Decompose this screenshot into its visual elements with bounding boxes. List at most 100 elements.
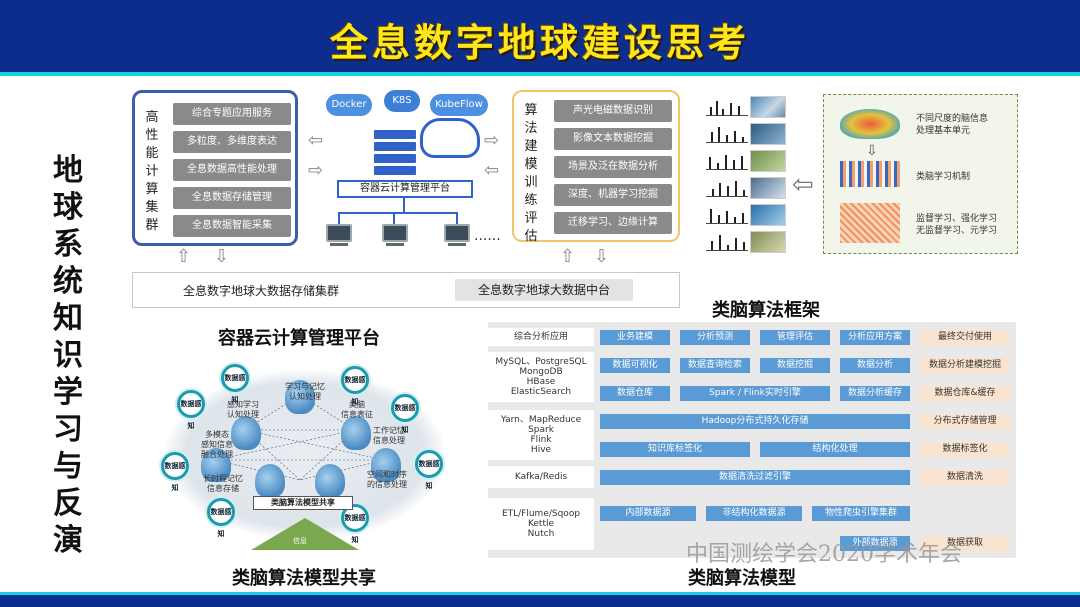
cluster-label-char: 群	[145, 218, 159, 233]
cloud-icon	[420, 118, 480, 158]
connector-line	[456, 212, 458, 226]
algorithm-training-label: 算 法 建 模 训 练 评 估	[522, 102, 540, 246]
vertical-title-char: 系	[53, 227, 83, 262]
sharing-text: 感知学习 认知处理	[227, 400, 259, 419]
sparkline-icon	[706, 235, 748, 251]
down-arrow-icon: ⇩	[214, 246, 230, 267]
storage-strip: 全息数字地球大数据存储集群 全息数字地球大数据中台	[132, 272, 680, 308]
scene-photo	[750, 231, 786, 253]
brain-learning-figure: 不同尺度的脑信息 处理基本单元 ⇩ 类脑学习机制 监督学习、强化学习 无监督学习…	[823, 94, 1018, 254]
framework-right-label: 最终交付使用	[920, 330, 1010, 345]
docker-chip: Docker	[326, 94, 372, 116]
cluster-item: 全息数据高性能处理	[173, 159, 291, 181]
algo-item: 声光电磁数据识别	[554, 100, 672, 122]
storage-cluster-label: 全息数字地球大数据存储集群	[183, 284, 340, 298]
down-arrow-icon: ⇩	[594, 246, 610, 267]
brain-text-block: 监督学习、强化学习 无监督学习、元学习	[916, 213, 997, 237]
framework-cell: 内部数据源	[600, 506, 696, 521]
heading-model: 类脑算法模型	[688, 568, 796, 589]
algo-label-char: 评	[524, 211, 538, 226]
framework-cell: 业务建模	[600, 330, 670, 345]
double-arrow-icon: ⇨	[484, 130, 500, 151]
algo-item: 场景及泛在数据分析	[554, 156, 672, 178]
brain-text-line: 不同尺度的脑信息	[916, 114, 989, 124]
sharing-base-label: 信息	[293, 537, 307, 545]
scene-photo	[750, 150, 786, 172]
framework-left-label: Kafka/Redis	[488, 466, 594, 488]
k8s-chip: K8S	[384, 90, 420, 112]
connector-line	[403, 198, 405, 212]
connector-line	[338, 212, 340, 226]
thumbnail-column	[706, 96, 786, 256]
framework-cell: Hadoop分布式持久化存储	[600, 414, 910, 429]
data-sense-node: 数据感知	[161, 452, 189, 492]
framework-cell: 分析应用方案	[840, 330, 910, 345]
framework-right-label: 数据仓库&缓存	[920, 386, 1010, 401]
brain-head-icon	[341, 416, 371, 450]
algo-label-char: 练	[524, 193, 538, 208]
vertical-title-char: 地	[53, 153, 83, 188]
sharing-text: 类脑 信息表征	[341, 400, 373, 419]
cluster-label-char: 性	[145, 128, 159, 143]
cluster-item: 多粒度、多维度表达	[173, 131, 291, 153]
framework-right-label: 数据获取	[920, 536, 1010, 551]
sharing-text: 长时程记忆 信息存储	[203, 474, 243, 493]
framework-cell: 结构化处理	[760, 442, 910, 457]
brain-text-block: 类脑学习机制	[916, 171, 970, 183]
data-sense-node: 数据感知	[221, 364, 249, 404]
brain-text-line: 监督学习、强化学习	[916, 214, 998, 224]
data-sense-node: 数据感知	[415, 450, 443, 490]
thumbnail-row	[706, 177, 786, 199]
vertical-title-char: 球	[53, 190, 83, 225]
algorithm-items: 声光电磁数据识别 影像文本数据挖掘 场景及泛在数据分析 深度、机器学习挖掘 迁移…	[554, 100, 672, 240]
neural-signal-image	[840, 161, 900, 187]
scene-photo	[750, 123, 786, 145]
heading-container-platform: 容器云计算管理平台	[218, 328, 380, 349]
framework-cell: 物性爬虫引擎集群	[812, 506, 910, 521]
heading-framework: 类脑算法框架	[712, 300, 820, 321]
cluster-label-char: 算	[145, 182, 159, 197]
sparkline-icon	[706, 208, 748, 224]
algo-label-char: 模	[524, 157, 538, 172]
sharing-center-label: 类脑算法模型共享	[253, 496, 353, 510]
brain-text-line: 类脑学习机制	[916, 172, 971, 182]
server-icon	[374, 130, 416, 178]
double-arrow-icon: ⇨	[308, 160, 324, 181]
sparkline-icon	[706, 100, 748, 116]
cluster-label-char: 计	[145, 164, 159, 179]
conference-watermark: 中国测绘学会2020学术年会	[686, 542, 962, 567]
thumbnail-row	[706, 231, 786, 253]
double-arrow-icon: ⇦	[308, 130, 324, 151]
framework-right-label: 数据标签化	[920, 442, 1010, 457]
connector-line	[338, 212, 458, 214]
framework-right-label: 分布式存储管理	[920, 414, 1010, 429]
framework-cell: 非结构化数据源	[706, 506, 802, 521]
brain-head-icon	[285, 380, 315, 414]
left-arrow-icon: ⇦	[792, 170, 814, 200]
algo-label-char: 法	[524, 121, 538, 136]
brain-head-icon	[371, 448, 401, 482]
framework-cell: 数据查询检索	[680, 358, 750, 373]
framework-left-label: Yarn、MapReduce Spark Flink Hive	[488, 410, 594, 460]
vertical-title-char: 习	[53, 412, 83, 447]
framework-cell: 数据可视化	[600, 358, 670, 373]
connector-line	[393, 212, 395, 226]
brain-head-icon	[315, 464, 345, 498]
scene-photo	[750, 177, 786, 199]
cluster-label-char: 集	[145, 200, 159, 215]
algo-item: 影像文本数据挖掘	[554, 128, 672, 150]
data-sense-node: 数据感知	[177, 390, 205, 430]
vertical-title-char: 统	[53, 264, 83, 299]
sharing-text: 工作记忆 信息处理	[373, 426, 405, 445]
algo-item: 深度、机器学习挖掘	[554, 184, 672, 206]
hpc-cluster-label: 高 性 能 计 算 集 群	[141, 109, 163, 235]
data-middle-platform-label: 全息数字地球大数据中台	[455, 279, 633, 301]
framework-cell: 分析预测	[680, 330, 750, 345]
framework-right-label: 数据分析建模挖掘	[920, 358, 1010, 373]
more-computers-ellipsis: ......	[474, 228, 501, 244]
framework-cell: 数据分析缓存	[840, 386, 910, 401]
brain-text-block: 不同尺度的脑信息 处理基本单元	[916, 113, 988, 137]
container-platform-label: 容器云计算管理平台	[337, 180, 473, 198]
vertical-title-char: 演	[53, 523, 83, 558]
page-title: 全息数字地球建设思考	[329, 20, 750, 65]
